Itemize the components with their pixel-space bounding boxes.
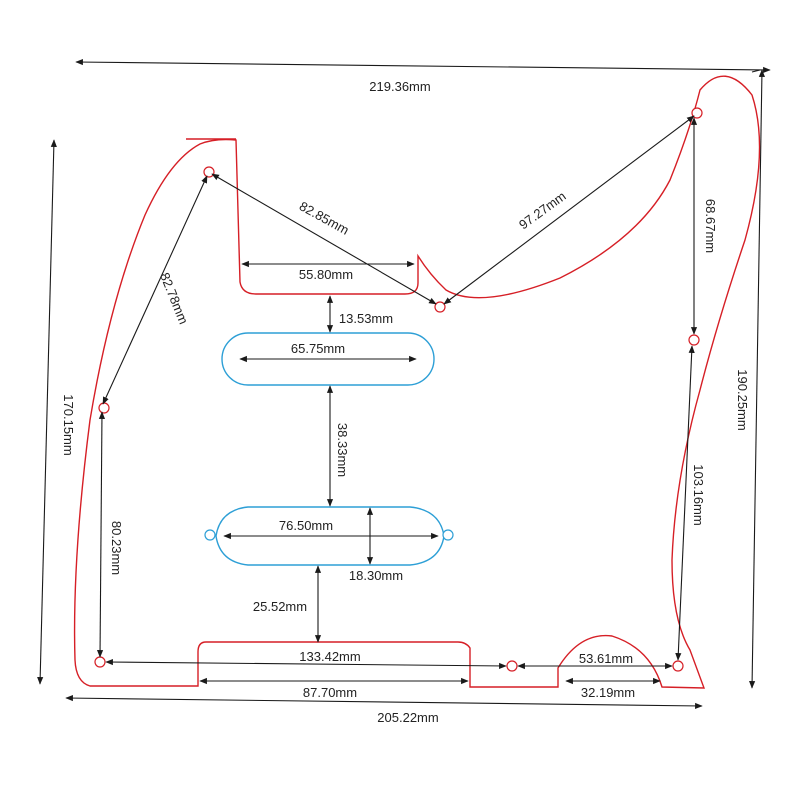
- screw-hole-notch: [434, 301, 446, 313]
- label-bottom-right-holes: 53.61mm: [579, 651, 633, 666]
- label-right-lower: 103.16mm: [691, 464, 706, 525]
- label-overall-width: 219.36mm: [369, 79, 430, 94]
- screw-hole-bottom-left: [94, 656, 106, 668]
- screw-hole-bottom-middle: [506, 660, 518, 672]
- dim-line-height-right: [749, 69, 765, 689]
- screw-hole-left: [98, 402, 110, 414]
- label-notch-width: 55.80mm: [299, 267, 353, 282]
- dim-line-bottom-holes: [105, 658, 507, 670]
- bridge-pickup-outline: [215, 506, 445, 566]
- label-height-right: 190.25mm: [735, 369, 750, 430]
- label-pickup-to-bottom: 25.52mm: [253, 599, 307, 614]
- dim-line-height-left: [37, 139, 57, 685]
- label-bottom-right-cutout: 32.19mm: [581, 685, 635, 700]
- screw-hole-top-left: [203, 166, 215, 178]
- dim-line-bottom-width: [65, 695, 703, 709]
- label-upper-left-diag: 82.78mm: [157, 270, 191, 326]
- label-top-diag: 82.85mm: [297, 198, 352, 237]
- label-bottom-width: 205.22mm: [377, 710, 438, 725]
- neck-pickup-outline: [221, 332, 435, 386]
- dim-line-upper-left-diag: [102, 175, 208, 405]
- dim-line-right-lower: [675, 345, 695, 661]
- label-left-lower: 80.23mm: [109, 521, 124, 575]
- bridge-pickup-hole-left: [204, 529, 216, 541]
- dim-line-overall-width: [75, 59, 771, 73]
- label-right-diag: 97.27mm: [516, 188, 569, 232]
- label-neck-pickup-length: 65.75mm: [291, 341, 345, 356]
- label-pickup-spacing: 38.33mm: [335, 423, 350, 477]
- dim-line-top-diag: [211, 173, 437, 305]
- label-bottom-cutout: 87.70mm: [303, 685, 357, 700]
- label-notch-to-pickup: 13.53mm: [339, 311, 393, 326]
- label-bridge-pickup-length: 76.50mm: [279, 518, 333, 533]
- pickguard-outline: [73, 75, 761, 689]
- bridge-pickup-hole-right: [442, 529, 454, 541]
- dim-line-right-diag: [443, 115, 695, 305]
- label-right-upper: 68.67mm: [703, 199, 718, 253]
- dim-line-left-lower: [96, 411, 106, 658]
- label-height-left: 170.15mm: [61, 394, 76, 455]
- label-bottom-holes: 133.42mm: [299, 649, 360, 664]
- screw-hole-right: [688, 334, 700, 346]
- label-bridge-pickup-height: 18.30mm: [349, 568, 403, 583]
- screw-hole-bottom-right: [672, 660, 684, 672]
